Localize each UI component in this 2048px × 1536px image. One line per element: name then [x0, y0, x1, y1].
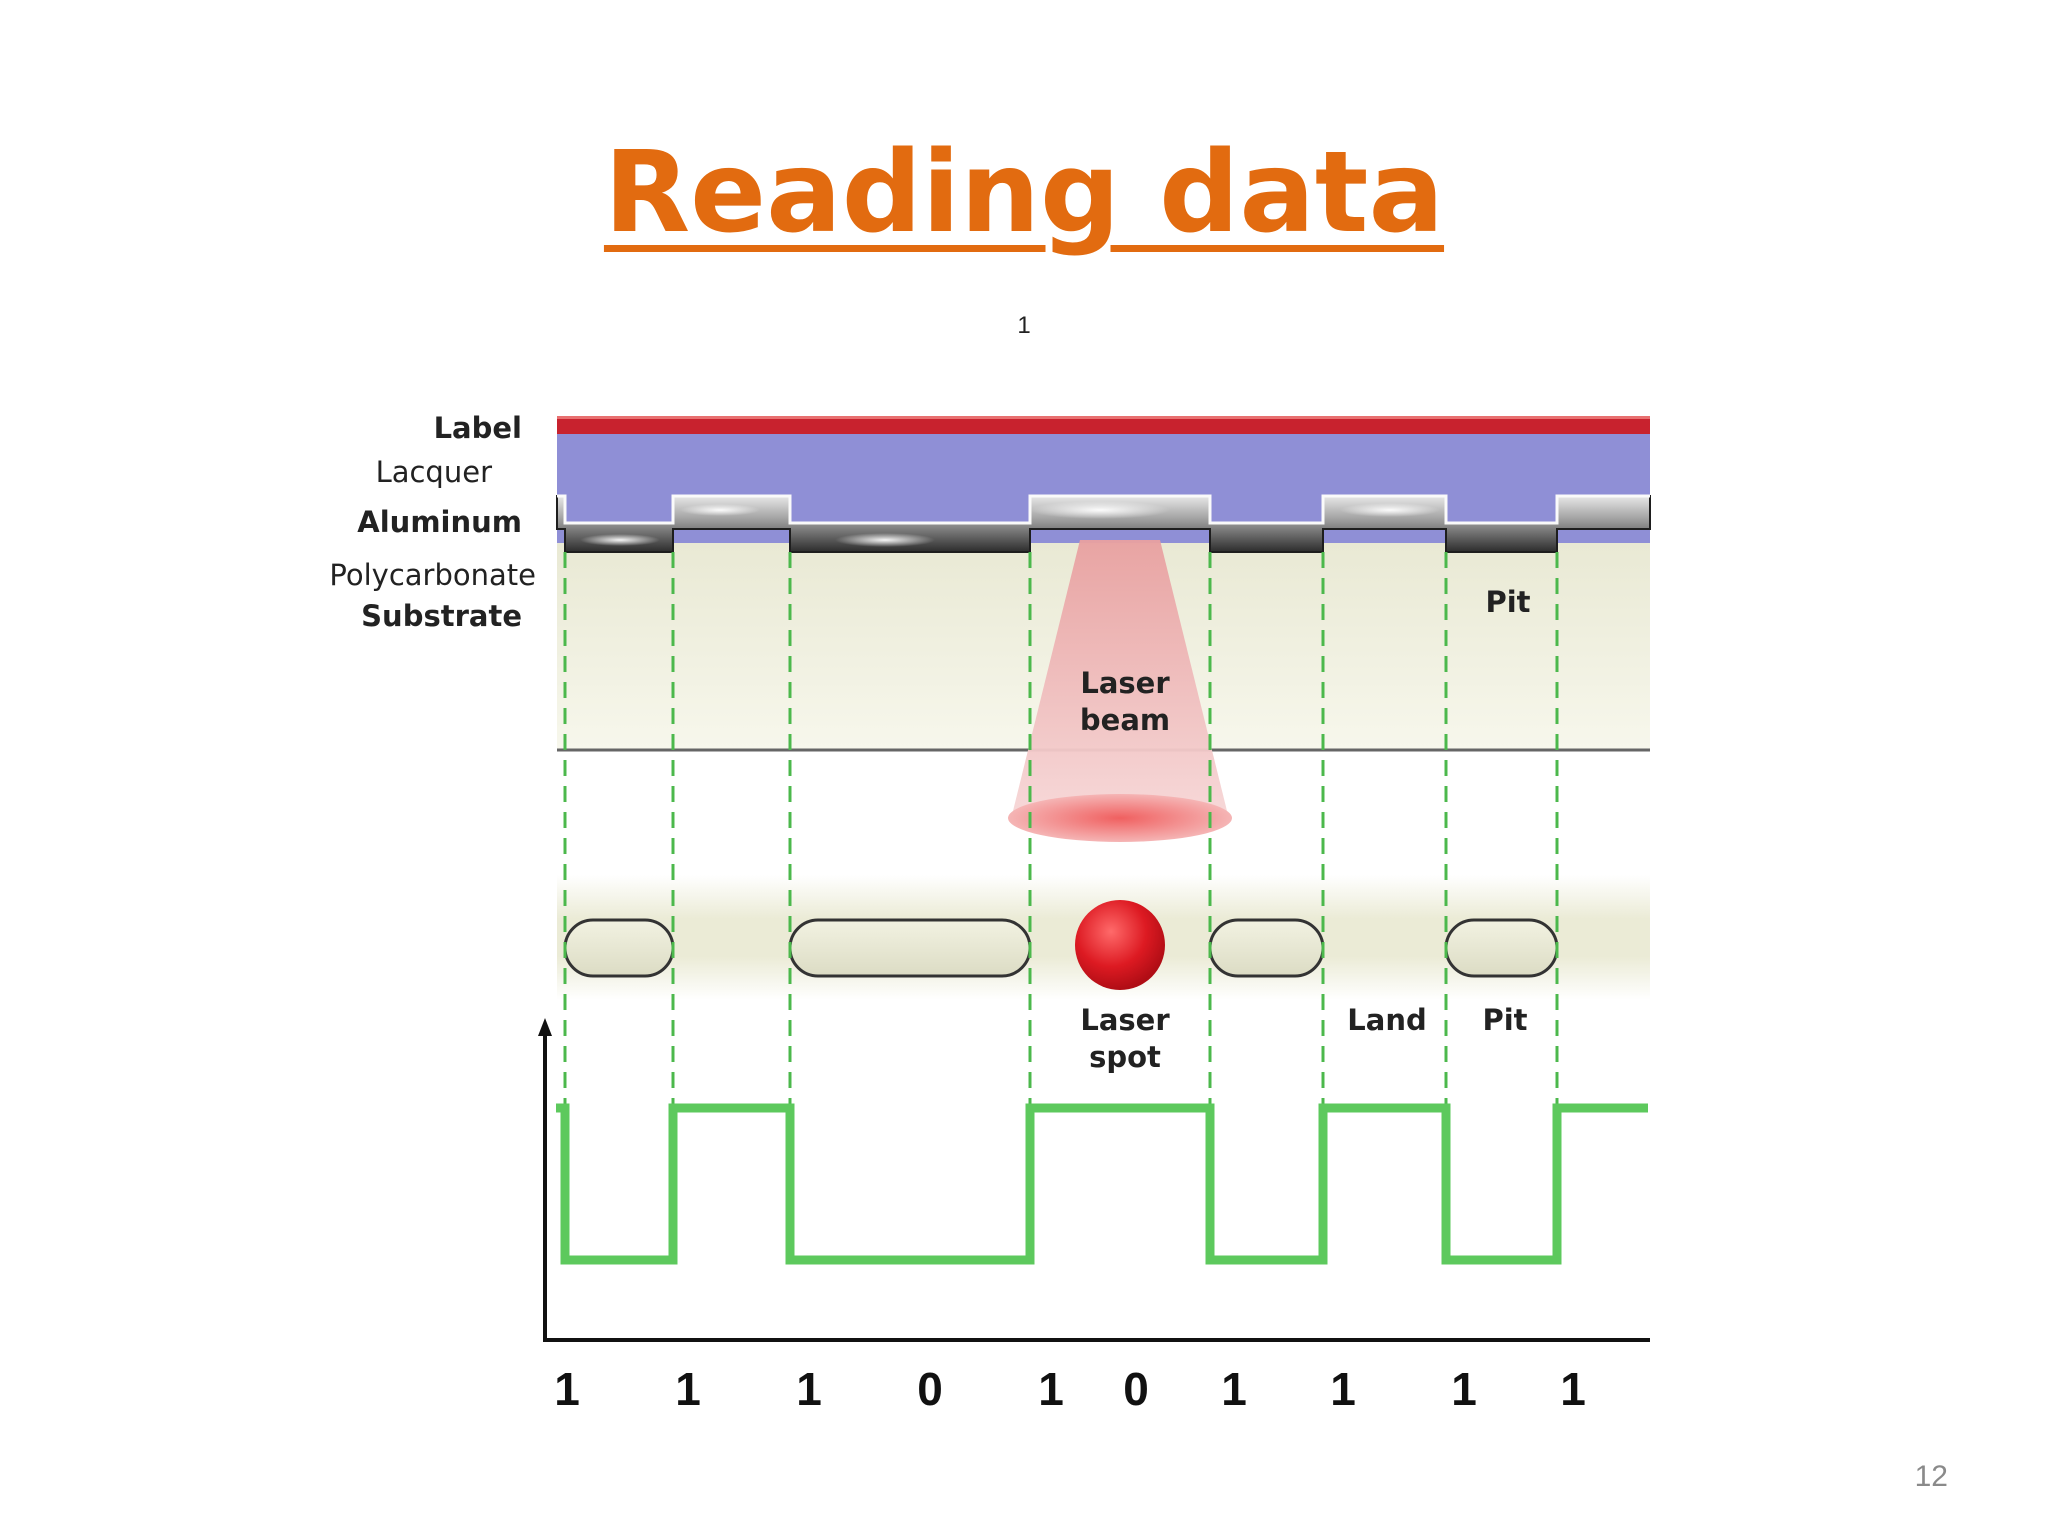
bit-label: 0	[917, 1363, 943, 1415]
substrate-label: Substrate	[361, 599, 522, 633]
pit-3	[1208, 918, 1325, 978]
label-layer-label: Label	[434, 411, 522, 445]
slide-title: Reading data	[0, 128, 2048, 258]
bit-label: 1	[1330, 1363, 1356, 1415]
bit-label: 1	[796, 1363, 822, 1415]
laser-beam	[1012, 540, 1228, 815]
laser-spot-label-line2: spot	[1089, 1040, 1161, 1074]
pit-4	[1444, 918, 1559, 978]
laser-beam-label-line2: beam	[1080, 703, 1170, 737]
bit-label: 1	[1221, 1363, 1247, 1415]
laser-focus-ellipse	[1008, 794, 1232, 842]
page-number: 12	[1914, 1460, 1948, 1493]
bit-label: 0	[1123, 1363, 1149, 1415]
pit-label-top: Pit	[1485, 585, 1530, 619]
pit-label-bottom: Pit	[1482, 1003, 1527, 1037]
bit-label: 1	[1038, 1363, 1064, 1415]
bit-label: 1	[1451, 1363, 1477, 1415]
y-axis-arrow	[538, 1018, 552, 1036]
bit-label: 1	[1560, 1363, 1586, 1415]
polycarbonate-label: Polycarbonate	[329, 558, 536, 592]
lacquer-label: Lacquer	[376, 455, 493, 489]
pit-2	[788, 918, 1032, 978]
pit-1	[563, 918, 675, 978]
bit-label: 1	[554, 1363, 580, 1415]
label-layer	[557, 418, 1650, 434]
bit-label: 1	[675, 1363, 701, 1415]
signal-waveform	[556, 1103, 1648, 1265]
slide-title-text: Reading data	[603, 128, 1445, 258]
land-label: Land	[1347, 1003, 1426, 1037]
laser-spot-label-line1: Laser	[1080, 1003, 1170, 1037]
guide-lines	[563, 552, 1559, 1110]
laser-beam-label-line1: Laser	[1080, 666, 1170, 700]
aluminum-label: Aluminum	[357, 505, 522, 539]
laser-spot	[1075, 900, 1165, 990]
footnote-marker: 1	[1017, 312, 1031, 339]
